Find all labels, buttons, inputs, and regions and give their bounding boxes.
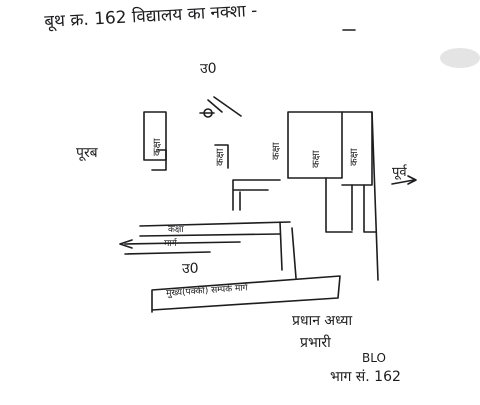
boundary-road (151, 275, 341, 313)
east-boundary (371, 111, 379, 281)
building-left-annex (151, 149, 167, 171)
east-arrow (391, 175, 417, 185)
signature-line-1: प्रधान अध्या (292, 313, 353, 329)
road-lines (124, 221, 291, 255)
label-middle-center: उ0 (182, 261, 199, 277)
paper-smudge (440, 48, 480, 68)
label-block-right-b: कक्षा (311, 150, 322, 168)
building-left (143, 111, 167, 161)
label-east: पूर्व (392, 165, 407, 180)
building-right-lower (325, 177, 377, 233)
signature-line-3: BLO (362, 351, 386, 365)
compass-circle (203, 108, 213, 118)
label-block-left: कक्षा (152, 138, 163, 156)
signature-line-4: भाग सं. 162 (330, 369, 401, 385)
label-road-lower: मार्ग (164, 239, 177, 249)
label-block-mid: कक्षा (215, 148, 226, 166)
label-top-center: उ0 (200, 61, 217, 77)
label-block-right-c: कक्षा (349, 148, 360, 166)
central-walls (214, 144, 281, 211)
label-block-right-a: कक्षा (271, 142, 282, 160)
signature-line-2: प्रभारी (300, 335, 331, 351)
building-right-wing (341, 111, 373, 186)
road-side (279, 221, 297, 279)
label-west: पूरब (76, 145, 98, 161)
building-right-main (287, 111, 343, 179)
label-road-upper: कक्षा (168, 225, 184, 235)
road-arrow (119, 239, 133, 249)
compass-sketch (199, 96, 242, 117)
